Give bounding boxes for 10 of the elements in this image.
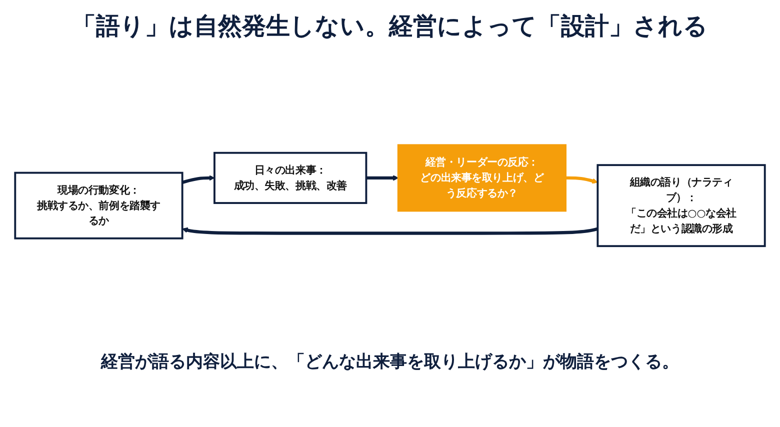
title: 「語り」は自然発生しない。経営によって「設計」される (71, 11, 709, 42)
arrow (182, 175, 215, 184)
node-box: 現場の行動変化： 挑戦するか、前例を踏襲するか (14, 172, 184, 240)
arrow (182, 228, 598, 236)
node-box: 日々の出来事： 成功、失敗、挑戦、改善 (214, 152, 368, 204)
arrow (566, 176, 598, 184)
arrow (366, 175, 399, 182)
center-message: 経営が語る内容以上に、「どんな出来事を取り上げるか」が物語をつくる。 (100, 351, 680, 373)
node-box: 経営・リーダーの反応： どの出来事を取り上げ、どう反応するか？ (397, 144, 566, 212)
node-box: 組織の語り（ナラティブ）： 「この会社は○○な会社だ」という認識の形成 (596, 164, 766, 248)
